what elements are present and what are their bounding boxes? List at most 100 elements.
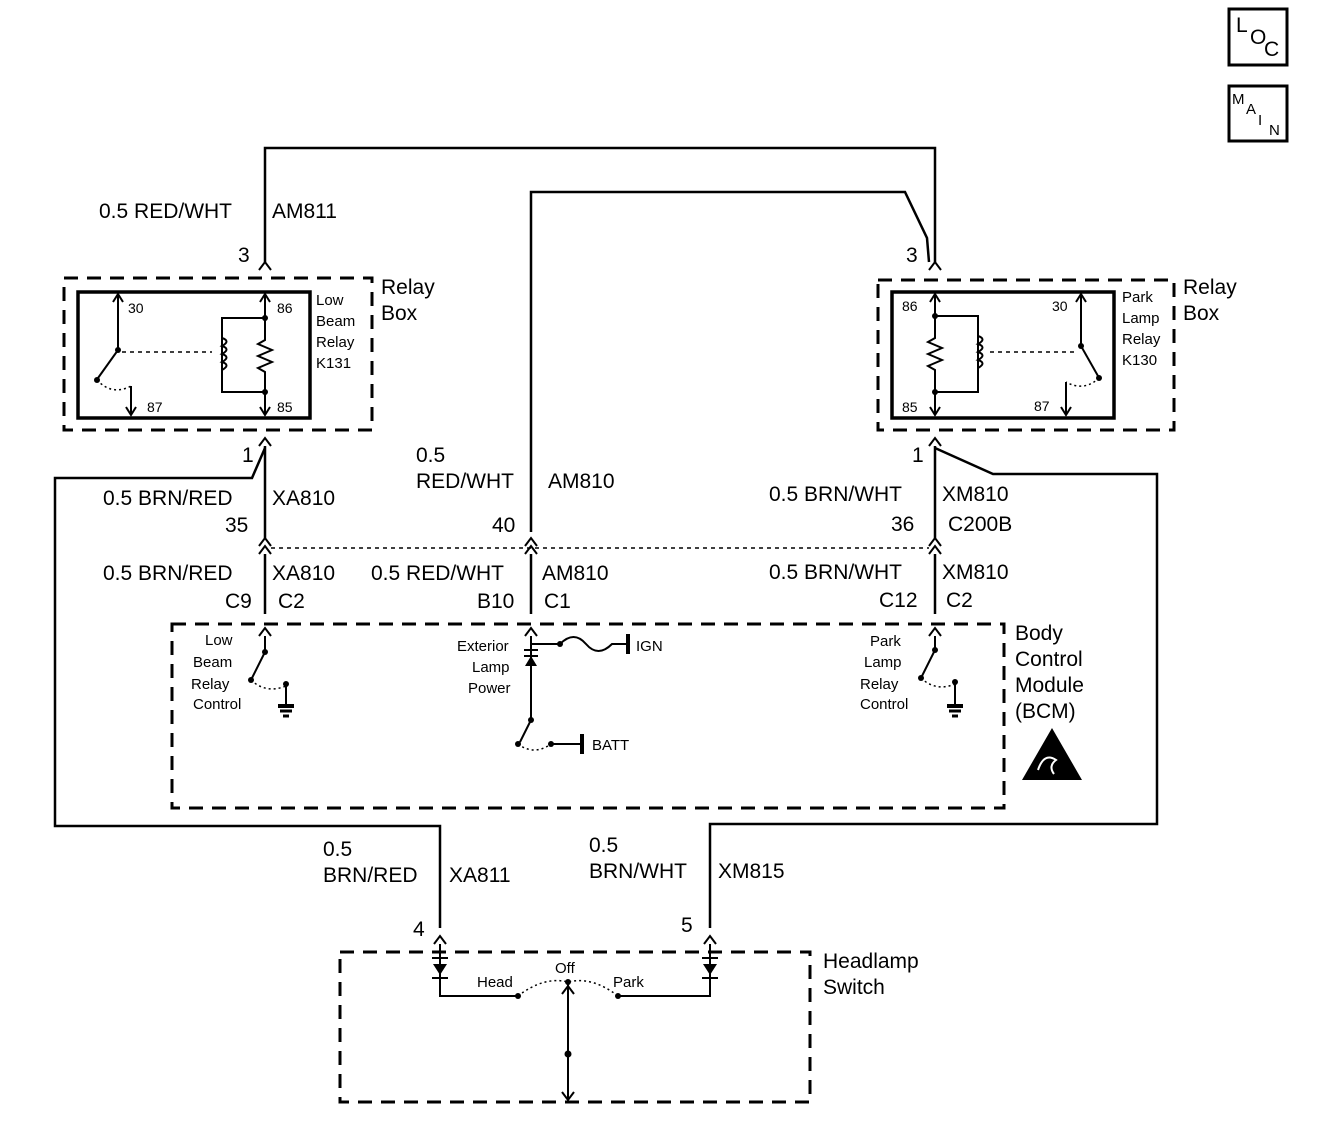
k130-nc-link (1065, 377, 1100, 387)
k131-pin-87: 87 (147, 399, 163, 415)
wire-xa810-bot-color: 0.5 BRN/RED (103, 562, 233, 585)
bcm-title-1: Body (1015, 622, 1063, 645)
headlamp-switch-outline (338, 950, 812, 1104)
bcm-batt-label: BATT (592, 737, 629, 754)
headlamp-off-label: Off (555, 960, 576, 977)
k131-pin86-arrow (259, 292, 271, 303)
k131-pin30-arrow (112, 292, 124, 303)
wire-am810-top (529, 190, 931, 532)
loc-letter-o: O (1250, 26, 1266, 49)
k130-coil-frame (934, 296, 979, 414)
wire-xa810-bot-circuit: XA810 (272, 562, 335, 585)
bcm-c9-pin (258, 626, 272, 637)
headlamp-actuator-arrow-down (561, 1091, 575, 1102)
wire-am810-bot-circuit: AM810 (542, 562, 609, 585)
wire-xm815-color: BRN/WHT (589, 860, 687, 883)
bcm-batt-dotted (517, 743, 552, 751)
connector-3-left (258, 260, 272, 271)
k131-pin87-arrow (125, 406, 137, 417)
k131-pin85-arrow (259, 406, 271, 417)
k130-pin85-arrow (929, 406, 941, 417)
wire-xm810-bot-color: 0.5 BRN/WHT (769, 561, 902, 584)
wire-xm815-gauge: 0.5 (589, 834, 618, 857)
k131-label-3: Relay (316, 334, 355, 351)
esd-sensitive-icon (1022, 728, 1082, 780)
k130-resistor (925, 316, 945, 392)
wire-xm810-bot-circuit: XM810 (942, 561, 1009, 584)
wire-xm815 (708, 446, 1159, 928)
wire-xa810-top-circuit: XA810 (272, 487, 335, 510)
connector-3-right (928, 260, 942, 271)
pin-4: 4 (413, 918, 425, 941)
main-letter-i: I (1258, 112, 1262, 129)
headlamp-park-label: Park (613, 974, 644, 991)
bcm-low-beam-label-1: Low (205, 632, 233, 649)
k130-pin-86: 86 (902, 298, 918, 314)
k130-label-4: K130 (1122, 352, 1157, 369)
relay-box-left-title: Relay (381, 276, 435, 299)
wire-am810-top-circuit: AM810 (548, 470, 615, 493)
connector-c1: C1 (544, 590, 571, 613)
bcm-park-lamp-dot (932, 647, 938, 653)
bcm-park-lamp-label-2: Lamp (864, 654, 902, 671)
wire-am810-bot-color: 0.5 RED/WHT (371, 562, 504, 585)
wire-xm810-top-circuit: XM810 (942, 483, 1009, 506)
pin-36: 36 (891, 513, 914, 536)
k131-resistor (255, 318, 275, 392)
pin-c9: C9 (225, 590, 252, 613)
k130-pin30-arrow (1075, 292, 1087, 303)
headlamp-pin-4-connector (433, 934, 447, 945)
bcm-c12-pin (928, 626, 942, 637)
wire-am811 (263, 146, 937, 262)
wire-am810-top-color: RED/WHT (416, 470, 514, 493)
bcm-batt-switch-dot (528, 717, 534, 723)
bcm-low-beam-dotted (250, 679, 287, 690)
main-letter-a: A (1246, 101, 1256, 118)
wire-xa810-top-color: 0.5 BRN/RED (103, 487, 233, 510)
bcm-ext-lamp-label-2: Lamp (472, 659, 510, 676)
wire-xa811 (53, 447, 442, 928)
fuse-icon (531, 636, 628, 652)
park-lamp-relay-k130 (890, 290, 1116, 420)
pin-b10: B10 (477, 590, 514, 613)
wire-am811-color: 0.5 RED/WHT (99, 200, 232, 223)
ground-icon (278, 704, 294, 718)
k131-label-2: Beam (316, 313, 355, 330)
main-letter-n: N (1269, 122, 1280, 139)
pin-c12: C12 (879, 589, 918, 612)
bcm-ign-dot (557, 641, 563, 647)
bcm-park-lamp-dotted (920, 677, 956, 688)
main-button[interactable]: M A I N (1227, 84, 1289, 143)
bcm-ext-lamp-label-3: Power (468, 680, 511, 697)
headlamp-actuator-dot (564, 1050, 572, 1058)
connector-36-chevrons (928, 536, 942, 555)
low-beam-relay-k131 (76, 290, 312, 420)
pin-5: 5 (681, 914, 693, 937)
k130-coil (975, 335, 984, 369)
k130-label-3: Relay (1122, 331, 1161, 348)
pin-1-right: 1 (912, 444, 924, 467)
headlamp-switch-title-1: Headlamp (823, 950, 919, 973)
connector-c2-left: C2 (278, 590, 305, 613)
bcm-outline (170, 622, 1006, 810)
bcm-ign-label: IGN (636, 638, 663, 655)
connector-c2-right: C2 (946, 589, 973, 612)
headlamp-head-diode (433, 964, 447, 975)
wire-xa811-circuit: XA811 (449, 864, 511, 887)
diode-icon (525, 656, 537, 666)
k130-coil-top-dot (932, 313, 938, 319)
k131-pin-86: 86 (277, 300, 293, 316)
pin-3-right: 3 (906, 244, 918, 267)
bcm-title-2: Control (1015, 648, 1083, 671)
bcm-park-lamp-label-1: Park (870, 633, 901, 650)
k130-switch-arm (1080, 345, 1099, 377)
k131-coil-bot-dot (262, 389, 268, 395)
bcm-low-beam-dot (262, 649, 268, 655)
headlamp-park-diode (703, 964, 717, 975)
k131-label-4: K131 (316, 355, 351, 372)
bcm-park-lamp-label-4: Control (860, 696, 908, 713)
k130-label-2: Lamp (1122, 310, 1160, 327)
loc-button[interactable]: L O C (1227, 7, 1289, 67)
k131-pin-30: 30 (128, 300, 144, 316)
